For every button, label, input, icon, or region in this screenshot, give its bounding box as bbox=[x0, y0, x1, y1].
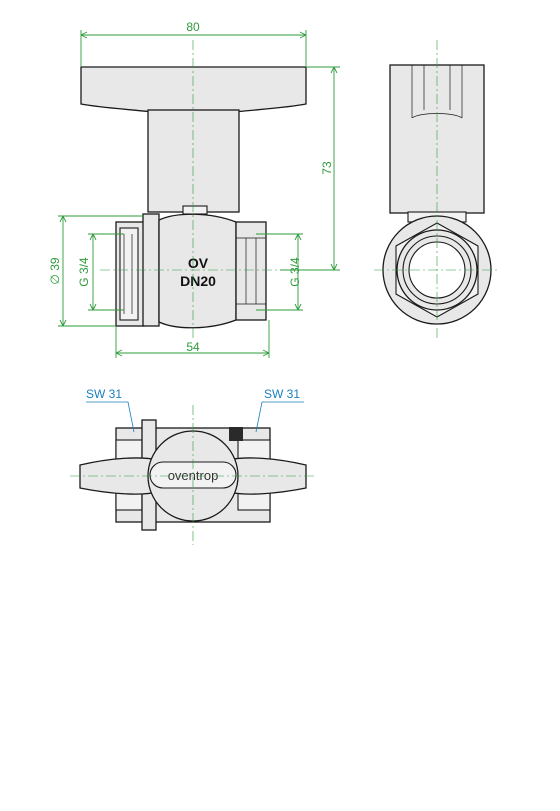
stem-neck bbox=[182, 205, 208, 215]
valve-body bbox=[158, 213, 237, 329]
dim-73-label: 73 bbox=[320, 161, 334, 175]
front-view: OV DN20 bbox=[80, 40, 307, 340]
dimension-80: 80 bbox=[80, 20, 307, 66]
dimension-diameter: ∅ 39 bbox=[48, 215, 143, 327]
dim-diameter-label: ∅ 39 bbox=[48, 257, 62, 284]
wrench-left-label: SW 31 bbox=[86, 387, 122, 401]
body-mark-dn: DN20 bbox=[180, 273, 216, 289]
side-view bbox=[374, 40, 500, 340]
brand-logo: oventrop bbox=[168, 468, 219, 483]
left-port-inner bbox=[119, 227, 139, 321]
dimension-54: 54 bbox=[115, 320, 270, 358]
top-nut-serration bbox=[229, 427, 243, 441]
right-nut bbox=[235, 221, 267, 321]
dimension-73: 73 bbox=[280, 66, 340, 271]
dim-54-label: 54 bbox=[186, 340, 200, 354]
body-mark-ov: OV bbox=[188, 255, 209, 271]
wrench-callout-left: SW 31 bbox=[86, 387, 135, 433]
dimension-thread-left: G 3/4 bbox=[77, 233, 124, 311]
handle-stem bbox=[147, 109, 240, 213]
wrench-callout-right: SW 31 bbox=[255, 387, 304, 433]
dim-thread-left-label: G 3/4 bbox=[77, 257, 91, 287]
dimension-thread-right: G 3/4 bbox=[256, 233, 303, 311]
dim-80-label: 80 bbox=[186, 20, 200, 34]
dim-thread-right-label: G 3/4 bbox=[288, 257, 302, 287]
t-handle bbox=[80, 66, 307, 113]
wrench-right-label: SW 31 bbox=[264, 387, 300, 401]
top-view: oventrop bbox=[70, 405, 316, 545]
